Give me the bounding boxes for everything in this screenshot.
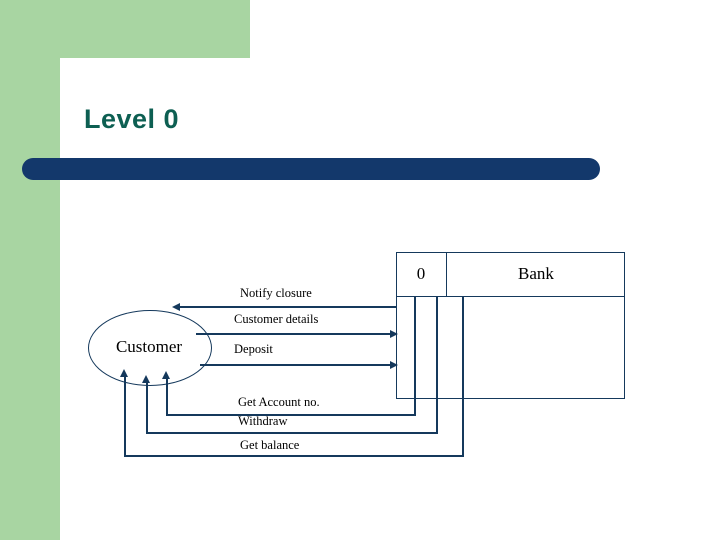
- flow-arrowhead-get-account-no: [162, 371, 170, 379]
- process-name-label: Bank: [518, 264, 554, 283]
- flow-line-deposit: [200, 364, 392, 366]
- flow-label-notify-closure: Notify closure: [240, 286, 312, 300]
- flow-label-get-balance: Get balance: [240, 438, 300, 452]
- flow-line-get-balance-horizontal: [124, 455, 464, 457]
- flow-arrowhead-withdraw: [142, 375, 150, 383]
- flow-line-withdraw-horizontal: [146, 432, 438, 434]
- flow-line-get-balance-drop: [124, 376, 126, 456]
- flow-arrowhead-deposit: [390, 361, 398, 369]
- flow-line-get-balance-riser: [462, 296, 464, 455]
- flow-label-deposit: Deposit: [234, 342, 273, 356]
- title-underline-bar: [22, 158, 600, 180]
- flow-line-notify-closure: [178, 306, 396, 308]
- decorative-green-band-top: [60, 0, 250, 58]
- page-title: Level 0: [84, 104, 180, 134]
- process-divider-horizontal: [396, 296, 625, 298]
- external-entity-shape: [88, 310, 212, 386]
- flow-line-get-account-no-horizontal: [166, 414, 416, 416]
- flow-label-get-account-no: Get Account no.: [238, 395, 320, 409]
- flow-arrowhead-notify-closure: [172, 303, 180, 311]
- flow-label-customer-details: Customer details: [234, 312, 319, 326]
- decorative-green-band-left: [0, 0, 60, 540]
- process-id-label: 0: [416, 264, 426, 283]
- flow-line-get-account-no-drop: [166, 378, 168, 415]
- flow-line-get-account-no-riser: [414, 296, 416, 414]
- flow-line-customer-details: [196, 333, 392, 335]
- process-divider-vertical: [446, 252, 448, 297]
- flow-arrowhead-customer-details: [390, 330, 398, 338]
- flow-arrowhead-get-balance: [120, 369, 128, 377]
- flow-line-withdraw-riser: [436, 296, 438, 432]
- external-entity-label: Customer: [115, 337, 183, 356]
- process-shape: [396, 252, 625, 399]
- flow-line-withdraw-drop: [146, 382, 148, 433]
- flow-label-withdraw: Withdraw: [238, 414, 288, 428]
